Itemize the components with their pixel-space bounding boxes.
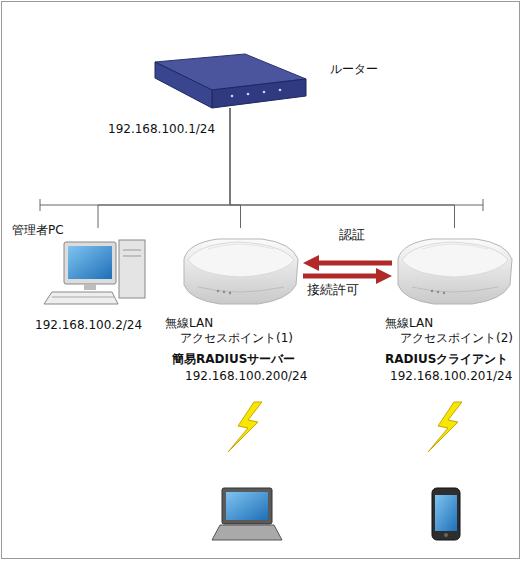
edge-label: 認証 xyxy=(339,227,365,243)
ap-illustration xyxy=(184,239,298,304)
node-label: 192.168.100.200/24 xyxy=(185,369,307,384)
connection-line xyxy=(230,108,241,228)
connection-line xyxy=(303,274,383,279)
ap-illustration xyxy=(398,239,512,304)
device-node: 管理者PC192.168.100.2/24 xyxy=(42,228,154,308)
node-label: 192.168.100.2/24 xyxy=(35,318,142,333)
connection-line xyxy=(98,108,230,228)
laptop-illustration xyxy=(212,488,282,540)
wireless-bolt xyxy=(228,402,262,452)
connection-line xyxy=(230,108,455,228)
pc-illustration xyxy=(44,240,145,304)
node-label: 管理者PC xyxy=(12,223,64,238)
device-node: 無線LAN アクセスポイント(2)RADIUSクライアント192.168.100… xyxy=(392,228,517,308)
node-label: 無線LAN アクセスポイント(1) xyxy=(165,316,305,346)
lan-bus xyxy=(40,199,483,211)
node-label: ルーター xyxy=(330,62,378,77)
node-label: 簡易RADIUSサーバー xyxy=(172,352,295,367)
connection-line xyxy=(312,261,392,266)
node-label: 192.168.100.1/24 xyxy=(108,122,215,137)
device-node: 無線LAN アクセスポイント(1)簡易RADIUSサーバー192.168.100… xyxy=(178,228,303,308)
smartphone-illustration xyxy=(432,488,460,540)
node-label: 192.168.100.201/24 xyxy=(390,369,512,384)
node-label: 無線LAN アクセスポイント(2) xyxy=(385,316,522,346)
router-illustration xyxy=(155,54,306,108)
wireless-bolt xyxy=(428,402,462,452)
edge-label: 接続許可 xyxy=(307,282,359,298)
device-node: ルーター192.168.100.1/24 xyxy=(150,50,310,108)
node-label: RADIUSクライアント xyxy=(385,352,508,367)
